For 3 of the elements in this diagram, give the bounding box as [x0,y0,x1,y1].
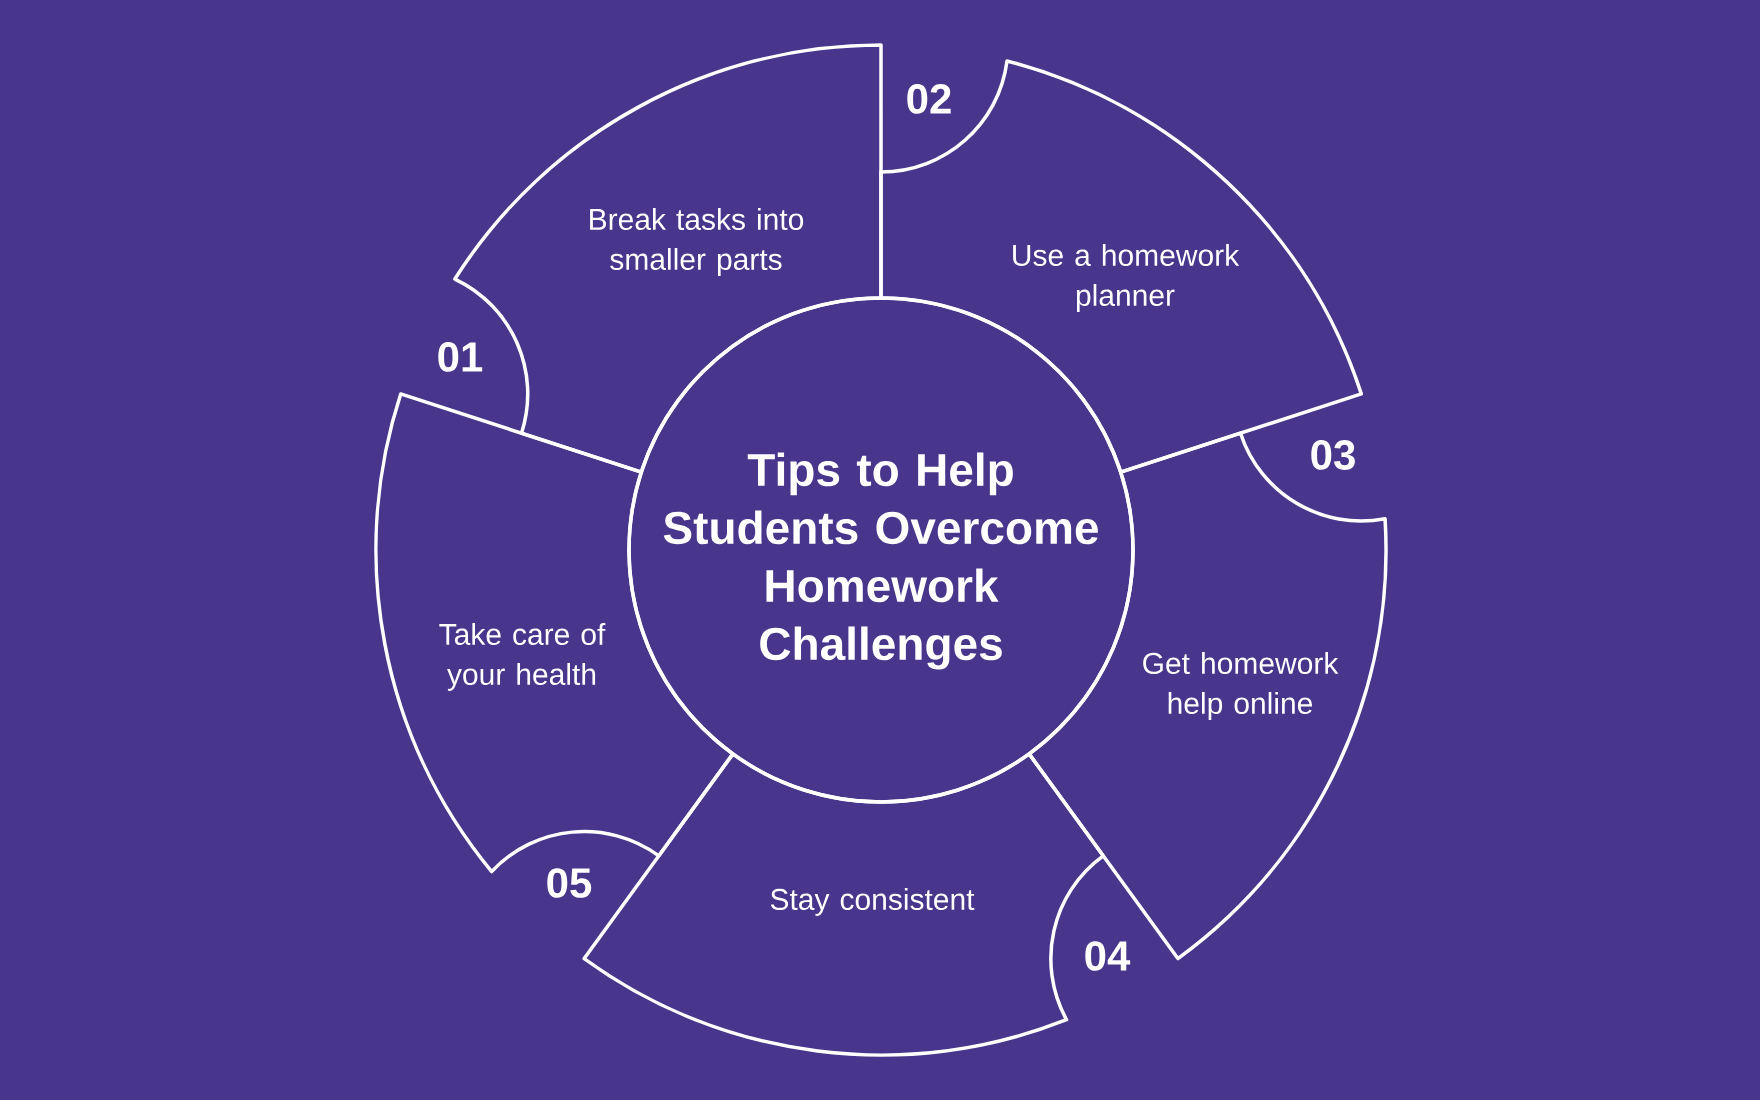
step-number: 01 [438,342,483,372]
step-number: 03 [1311,440,1355,470]
step-number: 02 [907,84,951,114]
